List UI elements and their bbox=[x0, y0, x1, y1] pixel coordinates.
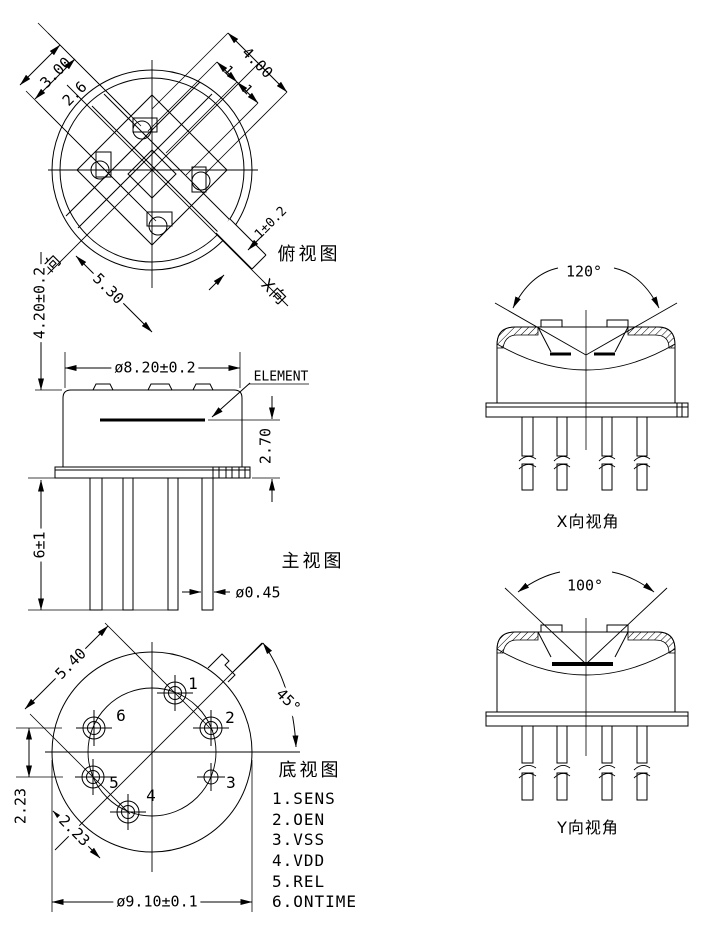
bottom-view-pins bbox=[75, 675, 229, 830]
dim-pin-diameter: ø0.45 bbox=[235, 583, 281, 602]
bottom-view-title: 底视图 bbox=[278, 760, 342, 781]
x-view-pins bbox=[518, 416, 651, 491]
y-view-drawing bbox=[485, 571, 689, 801]
dim-element-height: 2.70 bbox=[256, 427, 275, 465]
pin-number-1: 1 bbox=[188, 674, 198, 693]
pin-number-5: 5 bbox=[109, 773, 119, 792]
dim-2.23-vertical: 2.23 bbox=[11, 787, 30, 825]
y-view-pins bbox=[518, 725, 651, 801]
dim-cap-diameter: ø8.20±0.2 bbox=[111, 360, 199, 376]
pin-number-2: 2 bbox=[225, 708, 235, 727]
pin-legend-ontime: 6.ONTIME bbox=[272, 892, 358, 911]
front-view-drawing bbox=[28, 252, 309, 611]
pin-number-4: 4 bbox=[146, 786, 156, 805]
dim-120-deg: 120° bbox=[565, 262, 603, 281]
dim-cap-height: 4.20±0.2 bbox=[31, 263, 49, 343]
pin-number-6: 6 bbox=[116, 706, 126, 725]
pin-legend-vss: 3.VSS bbox=[272, 830, 326, 849]
top-view-drawing bbox=[19, 22, 289, 333]
x-view-drawing bbox=[485, 267, 689, 491]
dim-base-diameter: ø9.10±0.1 bbox=[113, 894, 201, 910]
dim-100-deg: 100° bbox=[566, 576, 604, 595]
pin-legend-oen: 2.OEN bbox=[272, 810, 326, 829]
dim-pin-length: 6±1 bbox=[31, 528, 49, 562]
front-view-title: 主视图 bbox=[281, 551, 345, 572]
pin-legend-sens: 1.SENS bbox=[272, 789, 336, 808]
pin-number-3: 3 bbox=[226, 773, 236, 792]
pin-legend-vdd: 4.VDD bbox=[272, 851, 326, 870]
x-view-title: X向视角 bbox=[556, 512, 620, 531]
bottom-view-drawing bbox=[16, 622, 300, 912]
top-view-title: 俯视图 bbox=[277, 244, 341, 265]
element-label: ELEMENT bbox=[253, 369, 309, 385]
pin-legend-rel: 5.REL bbox=[272, 872, 326, 891]
y-view-title: Y向视角 bbox=[557, 818, 619, 837]
